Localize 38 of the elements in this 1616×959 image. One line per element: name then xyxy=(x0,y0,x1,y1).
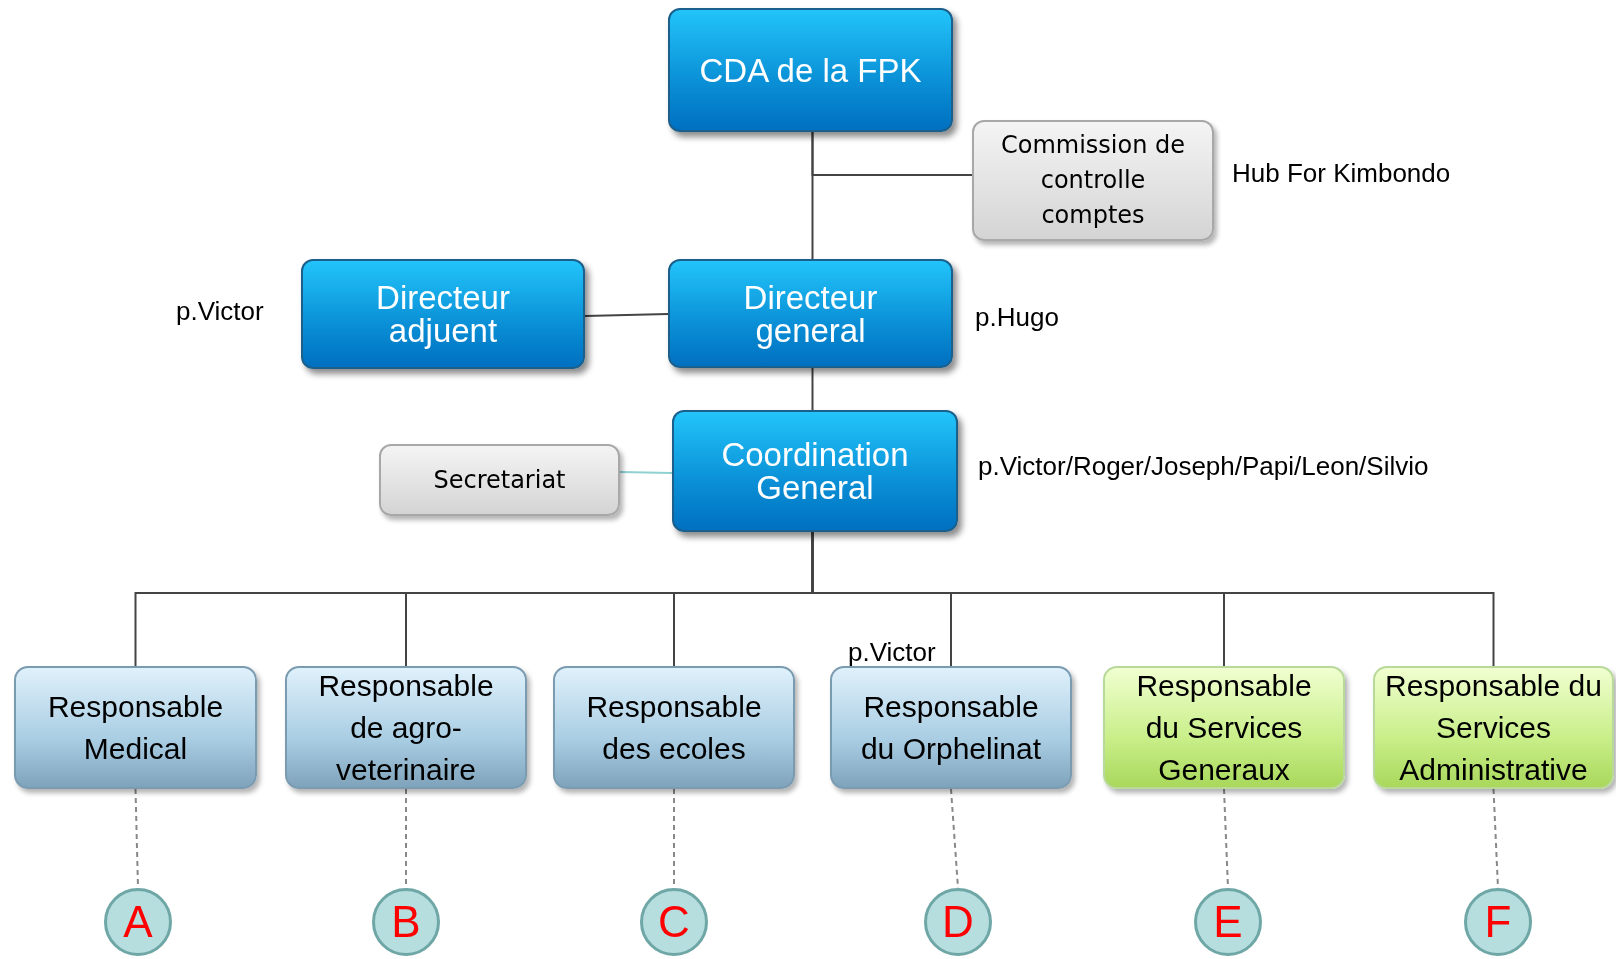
role-box xyxy=(1103,666,1345,789)
info-box xyxy=(972,120,1214,241)
process-box xyxy=(668,8,953,132)
process-box xyxy=(301,259,585,369)
process-box xyxy=(672,410,958,532)
process-box xyxy=(668,259,953,368)
person-note: Hub For Kimbondo xyxy=(1232,158,1451,189)
connector-line xyxy=(811,367,814,411)
box-label: Secretariat xyxy=(433,464,566,496)
info-box xyxy=(379,444,620,516)
box-label: Responsable du Orphelinat xyxy=(859,688,1043,767)
role-box xyxy=(830,666,1072,789)
person-note: p.Hugo xyxy=(975,302,1059,333)
person-note: p.Victor xyxy=(176,296,264,327)
letter-label: B xyxy=(391,900,421,944)
box-label: Directeur adjuent xyxy=(375,281,511,347)
person-note: p.Victor xyxy=(848,637,936,668)
person-note: p.Victor/Roger/Joseph/Papi/Leon/Silvio xyxy=(978,451,1429,482)
box-label: Responsable des ecoles xyxy=(585,688,763,767)
box-label: Directeur general xyxy=(742,280,879,347)
box-label: Responsable du Services Administrative xyxy=(1384,667,1603,788)
letter-label: A xyxy=(123,900,153,944)
connector-line xyxy=(584,313,669,317)
connector-line xyxy=(619,471,673,474)
box-label: Responsable de agro-veterinaire xyxy=(317,667,495,788)
role-box xyxy=(14,666,257,789)
letter-label: C xyxy=(658,900,690,944)
box-label: Responsable du Services Generaux xyxy=(1135,667,1313,788)
letter-label: E xyxy=(1213,900,1243,944)
box-label: Coordination General xyxy=(720,438,910,504)
connector-line xyxy=(811,131,973,176)
letter-label: D xyxy=(942,900,974,944)
box-label: Responsable Medical xyxy=(46,688,225,767)
box-label: Commission de controlle comptes xyxy=(999,130,1187,231)
role-box xyxy=(285,666,527,789)
letter-label: F xyxy=(1484,900,1512,944)
box-label: CDA de la FPK xyxy=(699,53,922,87)
role-box xyxy=(553,666,795,789)
